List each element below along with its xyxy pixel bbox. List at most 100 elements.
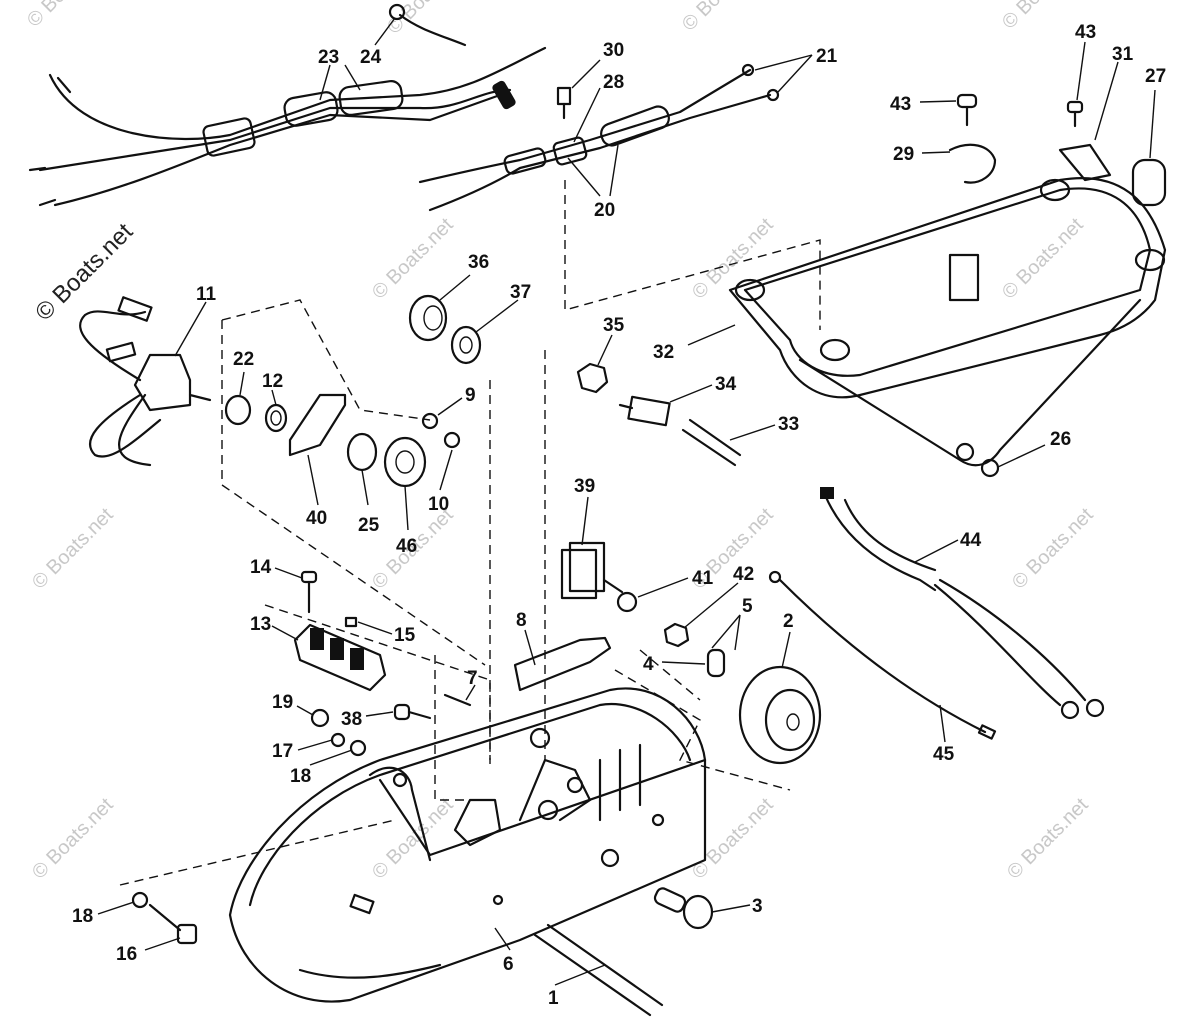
callout-4: 4 — [643, 654, 654, 675]
callout-1: 1 — [548, 988, 559, 1009]
guide-line-screw — [434, 655, 470, 801]
leader-5a — [711, 614, 741, 649]
harness-44-wire — [933, 583, 1062, 707]
wire-end — [38, 198, 57, 207]
harness-wire — [48, 46, 547, 141]
leader-11 — [174, 301, 207, 357]
callout-20: 20 — [594, 200, 615, 221]
callout-26: 26 — [1050, 429, 1071, 450]
cover-hole — [734, 278, 766, 302]
callout-12: 12 — [262, 371, 283, 392]
watermark: © Boats.net — [998, 214, 1088, 304]
rheostat-2-face — [764, 688, 816, 752]
leader-22 — [239, 371, 245, 396]
leader-28 — [573, 87, 601, 143]
leader-21b — [777, 54, 813, 93]
callout-31: 31 — [1112, 44, 1134, 65]
cover-rim — [728, 177, 1167, 399]
bushing-36-hole — [423, 305, 443, 331]
nut-10 — [443, 431, 461, 449]
nut-9 — [421, 412, 439, 430]
bushing-25 — [346, 432, 378, 472]
watermark: © Boats.net — [688, 794, 778, 884]
leader-24 — [374, 17, 396, 46]
leader-15 — [357, 621, 393, 635]
cover-hole — [1039, 178, 1071, 202]
washer-17 — [330, 732, 346, 748]
callout-44: 44 — [960, 530, 982, 551]
housing-6 — [228, 687, 707, 1003]
harness-44-45 — [768, 487, 1105, 740]
leader-35 — [597, 334, 613, 366]
leader-40 — [307, 454, 319, 506]
switch-terminal — [117, 296, 153, 322]
cover-hole — [819, 338, 851, 362]
ring-terminal — [1060, 700, 1080, 720]
leader-20b — [609, 144, 619, 197]
guide-line-switch39 — [639, 649, 701, 701]
parts-8-4-5-2 — [513, 636, 822, 765]
callout-28: 28 — [603, 72, 624, 93]
switch-body — [133, 353, 192, 412]
callout-30: 30 — [603, 40, 624, 61]
switch-wire — [118, 393, 152, 467]
leader-18b — [97, 901, 135, 915]
callout-33: 33 — [778, 414, 799, 435]
o-ring-22 — [224, 394, 252, 426]
callout-43b: 43 — [1075, 22, 1096, 43]
callout-27: 27 — [1145, 66, 1166, 87]
leader-33 — [729, 424, 776, 441]
leader-29 — [921, 151, 951, 154]
ring-terminal — [741, 63, 755, 77]
switch-wire — [88, 393, 162, 458]
callout-46: 46 — [396, 536, 417, 557]
nut-19 — [310, 708, 330, 728]
switch-11 — [79, 296, 212, 467]
harness-44-terminal — [820, 487, 834, 499]
callout-25: 25 — [358, 515, 380, 536]
callout-15: 15 — [394, 625, 416, 646]
wire-45 — [778, 578, 987, 734]
leader-30 — [571, 59, 601, 89]
rheostat-2 — [738, 665, 822, 765]
guide-line-terminal — [264, 604, 491, 760]
cover-boss — [948, 253, 980, 302]
screw-14-head — [300, 570, 318, 584]
shaft-1-edge — [533, 933, 652, 1017]
washer-12 — [264, 403, 288, 433]
leader-17 — [297, 739, 333, 751]
ring-terminal — [388, 3, 406, 21]
guide-line-cover — [564, 180, 821, 330]
lever-8 — [513, 636, 612, 692]
leader-7 — [465, 684, 476, 701]
harness-44-tube — [843, 498, 937, 572]
bracket-31 — [1058, 143, 1112, 182]
leader-44 — [914, 539, 959, 563]
housing-inner-edge — [248, 702, 692, 907]
bushing-36 — [408, 294, 448, 342]
watermark: © Boats.net — [28, 794, 118, 884]
clamp-29 — [948, 143, 997, 184]
wire-harness-23 — [28, 3, 547, 207]
leader-36 — [439, 274, 471, 301]
callout-38: 38 — [341, 709, 362, 730]
terminal-block — [293, 623, 387, 692]
seal-37 — [450, 325, 482, 365]
bracket-40 — [288, 393, 347, 457]
callout-8: 8 — [516, 610, 527, 631]
housing-hole — [492, 894, 504, 906]
leader-10 — [439, 449, 453, 491]
washer-18 — [349, 739, 367, 757]
housing-hole — [529, 727, 551, 749]
screw-38-shank — [407, 710, 432, 720]
wire — [428, 93, 772, 212]
leader-37 — [475, 299, 519, 333]
nut-35 — [576, 362, 609, 394]
screw-16-shank — [148, 903, 182, 932]
switch-34-stem — [618, 403, 634, 410]
leader-9 — [437, 397, 463, 416]
small-parts-top-right — [948, 93, 1167, 478]
watermark-main: © Boats.net — [30, 218, 138, 326]
leader-25 — [361, 469, 369, 506]
callout-9: 9 — [465, 385, 476, 406]
